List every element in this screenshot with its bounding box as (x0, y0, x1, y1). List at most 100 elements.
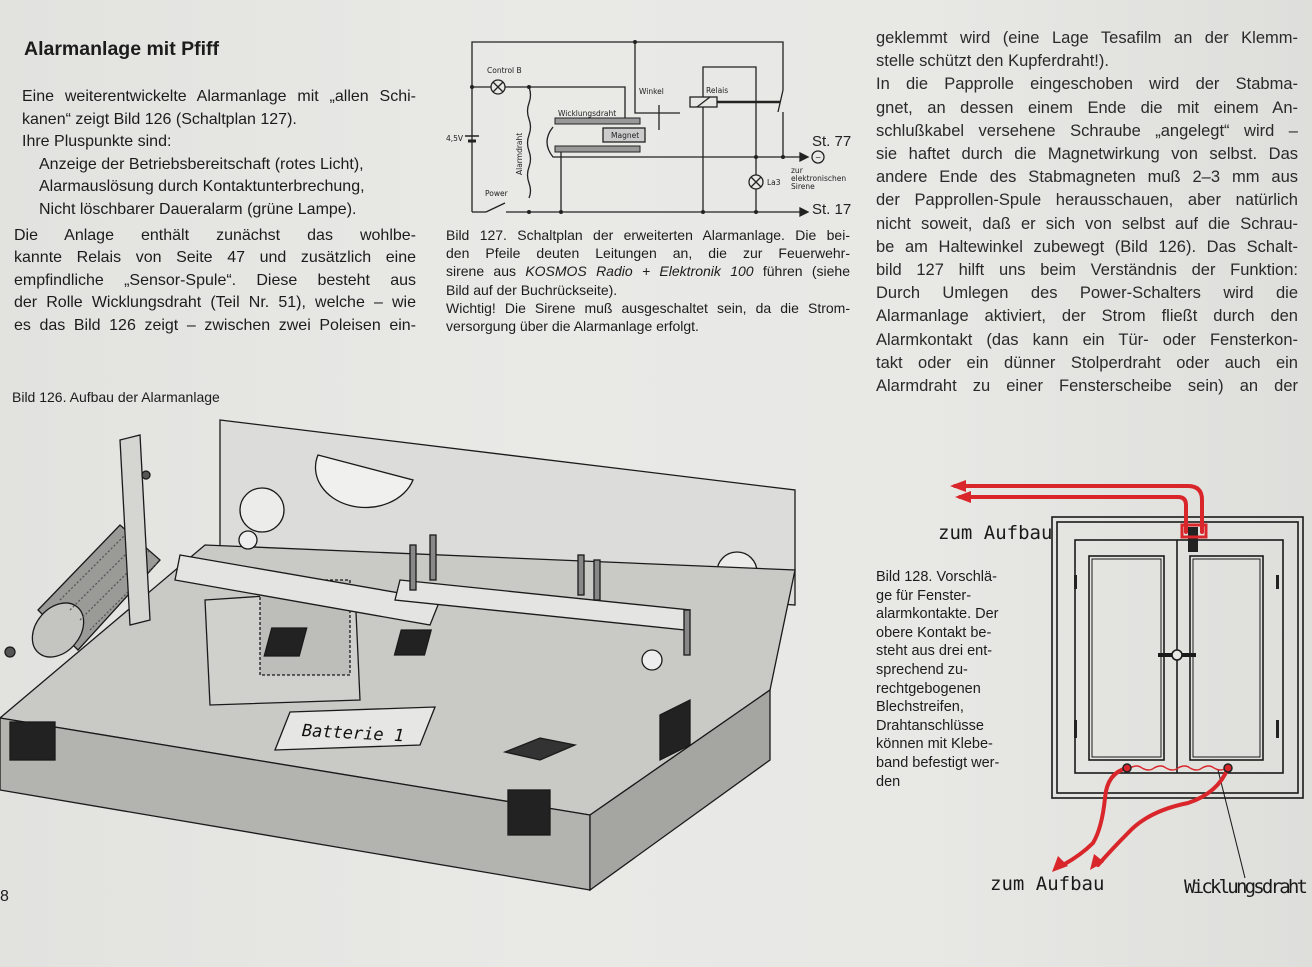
caption-line: Bild 127. Schaltplan der erweiterten Ala… (446, 227, 850, 243)
window-outer-frame (1051, 516, 1304, 799)
text-line: empfindliche „Sensor-Spule“. Diese beste… (14, 271, 416, 289)
bild126-caption: Bild 126. Aufbau der Alarmanlage (12, 389, 220, 405)
section-title: Alarmanlage mit Pfiff (24, 38, 220, 60)
text-line: sie haftet durch die Magnetwirkung von s… (876, 145, 1298, 164)
red-wires (950, 480, 1233, 872)
text-line: der Rolle Wicklungsdraht (Teil Nr. 51), … (14, 294, 416, 312)
arrow-icon (1090, 854, 1104, 870)
label-winkel: Winkel (639, 87, 664, 96)
label-minus: − (815, 153, 821, 162)
caption-text: führen (siehe (753, 263, 850, 280)
arrow-icon (1052, 856, 1068, 872)
text-line: bild 127 hilft uns beim Verständnis der … (876, 261, 1298, 280)
text-line: schlußkabel versehene Schraube „angelegt… (876, 121, 1298, 140)
window-diagram (1051, 516, 1304, 879)
text-line: takt oder ein dünner Stolperdraht oder a… (876, 353, 1298, 372)
list-item: Anzeige der Betriebsbereitschaft (rotes … (39, 155, 364, 173)
arrow-icon (799, 206, 810, 218)
circuit-diagram (465, 40, 825, 218)
label-la3: La3 (767, 178, 781, 187)
caption-line: rechtgebogenen (876, 680, 981, 697)
text-line: Alarmdraht zu einer Fensterscheibe sein)… (876, 377, 1298, 396)
assembly-illustration: Batterie 1 (0, 419, 796, 892)
label-alarmdraht: Alarmdraht (515, 133, 524, 175)
label-sirene: Sirene (791, 182, 815, 191)
dial-disc (314, 454, 414, 509)
caption-italic: KOSMOS Radio + Elektronik 100 (525, 263, 754, 280)
text-line: Durch Umlegen des Power-Schalters wird d… (876, 284, 1298, 303)
window-pane-right (1189, 555, 1264, 761)
caption-line: sirene aus KOSMOS Radio + Elektronik 100… (446, 262, 850, 280)
caption-line: alarmkontakte. Der (876, 606, 999, 623)
text-line: Die Anlage enthält zunächst das wohlbe- (14, 226, 416, 244)
text-line: nicht soweit, daß er sich von selbst auf… (876, 214, 1298, 233)
caption-line: sprechend zu- (876, 661, 968, 678)
label-relais: Relais (706, 86, 728, 95)
window-pane-left (1088, 555, 1165, 761)
battery-box (274, 706, 436, 751)
caption-line: Wichtig! Die Sirene muß ausgeschaltet se… (446, 299, 850, 316)
text-line: andere Ende des Stabmagneten muß 2–3 mm … (876, 168, 1298, 187)
arrow-icon (799, 151, 810, 163)
power-switch (485, 202, 506, 213)
left-column-text: Eine weiterentwickelte Alarmanlage mit „… (14, 86, 416, 338)
caption-line: Bild auf der Buchrückseite). (446, 281, 618, 298)
caption-text: sirene aus (446, 263, 526, 280)
page-number: 8 (0, 888, 9, 905)
right-column-text: geklemmt wird (eine Lage Tesafilm an der… (876, 27, 1298, 398)
label-control: Control B (487, 66, 522, 75)
list-item: Alarmauslösung durch Kontaktunterbrechun… (39, 178, 365, 196)
text-line: es das Bild 126 zeigt – zwischen zwei Po… (14, 316, 416, 334)
caption-line: den Pfeile deuten Leitungen an, die zur … (446, 245, 850, 262)
coil-top (554, 117, 641, 125)
base-side (589, 688, 771, 892)
caption-line: Blechstreifen, (876, 699, 964, 716)
text-line: kannte Relais von Seite 47 und zusätzlic… (14, 249, 416, 267)
label-wicklungsdraht: Wicklungsdraht (558, 109, 616, 118)
label-battery: 4,5V (446, 134, 464, 143)
caption-line: können mit Klebe- (876, 736, 993, 753)
text-line: Ihre Pluspunkte sind: (22, 133, 172, 151)
label-sirene: elektronischen (791, 174, 846, 183)
caption-line: band befestigt wer- (876, 754, 1000, 771)
caption-line: Drahtanschlüsse (876, 717, 984, 734)
label-st17: St. 17 (812, 201, 851, 218)
text-line: geklemmt wird (eine Lage Tesafilm an der… (876, 29, 1298, 47)
label-st77: St. 77 (812, 133, 851, 150)
label-wicklungsdraht: Wicklungsdraht (1184, 876, 1308, 898)
text-line: Alarmanlage aktiviert, der Strom fließt … (876, 307, 1298, 326)
text-line: Alarmkontakt (das kann ein Tür- oder Fen… (876, 330, 1298, 349)
angle-bracket (119, 434, 151, 626)
list-item: Nicht löschbarer Daueralarm (grüne Lampe… (39, 200, 357, 218)
caption-line: Bild 128. Vorschlä- (876, 569, 997, 585)
text-line: be am Haltewinkel zubewegt (Bild 126). D… (876, 237, 1298, 256)
arrow-icon (950, 480, 966, 492)
label-zum-aufbau-top: zum Aufbau (938, 522, 1052, 544)
winkel-wire (634, 42, 680, 114)
label-magnet: Magnet (611, 131, 639, 140)
circuit-labels: Control B Winkel Relais Wicklungsdraht M… (446, 66, 851, 218)
text-line: der Papprollen-Spule herausschauen, aber… (876, 191, 1298, 210)
bild127-caption: Bild 127. Schaltplan der erweiterten Ala… (446, 226, 850, 335)
bild128-caption: Bild 128. Vorschlä- ge für Fenster- alar… (876, 568, 1026, 791)
label-power: Power (485, 189, 509, 198)
text-line: gnet, an dessen einem Ende die mit einem… (876, 98, 1298, 117)
coil-bottom (554, 145, 641, 153)
caption-line: versorgung über die Alarmanlage erfolgt. (446, 318, 699, 335)
relay-switch (777, 89, 784, 113)
top-wire (471, 41, 784, 212)
label-zum-aufbau-bottom: zum Aufbau (990, 873, 1104, 895)
alarm-wire (526, 86, 532, 199)
caption-line: obere Kontakt be- (876, 624, 992, 641)
text-line: In die Papprolle eingeschoben wird der S… (876, 75, 1298, 94)
arrow-icon (955, 491, 971, 503)
caption-line: steht aus drei ent- (876, 643, 993, 660)
magnet-icon (602, 127, 646, 143)
text-line: stelle schützt den Kupferdraht!). (876, 52, 1109, 71)
text-line: Eine weiterentwickelte Alarmanlage mit „… (22, 88, 416, 105)
text-line: kanen“ zeigt Bild 126 (Schaltplan 127). (22, 110, 297, 128)
caption-line: ge für Fenster- (876, 587, 972, 604)
window-inner-frame (1074, 539, 1284, 774)
label-sirene: zur (791, 166, 804, 175)
